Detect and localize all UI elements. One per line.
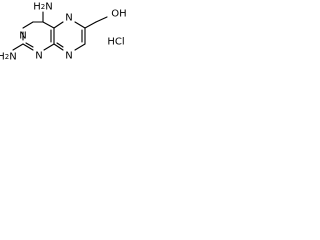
pyrimidine-ring <box>22 21 55 51</box>
bond <box>42 21 55 29</box>
ring-n-left-bottom: N <box>35 51 42 62</box>
pyrazine-ring <box>53 21 86 51</box>
amino-top-label: H2N <box>33 2 52 13</box>
bond <box>53 43 64 51</box>
ring-n-right-top: N <box>65 13 72 24</box>
bond <box>53 21 64 29</box>
amino-left-label: H2N <box>0 52 17 63</box>
ch2-bond <box>84 21 97 29</box>
structure-diagram: H2N H2N N N N N OH HCl <box>0 2 127 63</box>
bond <box>74 43 86 51</box>
bond <box>56 42 64 48</box>
ring-n-left-top: N <box>19 31 26 42</box>
bond <box>22 21 34 29</box>
bond <box>74 21 86 29</box>
hydroxyl-label: OH <box>111 9 126 20</box>
amino-left-bond <box>12 43 24 51</box>
bond <box>25 42 34 48</box>
hydroxyl-bond <box>95 16 108 23</box>
bond <box>43 43 55 51</box>
bond <box>22 43 34 51</box>
ring-n-right-bottom: N <box>65 51 72 62</box>
salt-label: HCl <box>107 37 124 48</box>
